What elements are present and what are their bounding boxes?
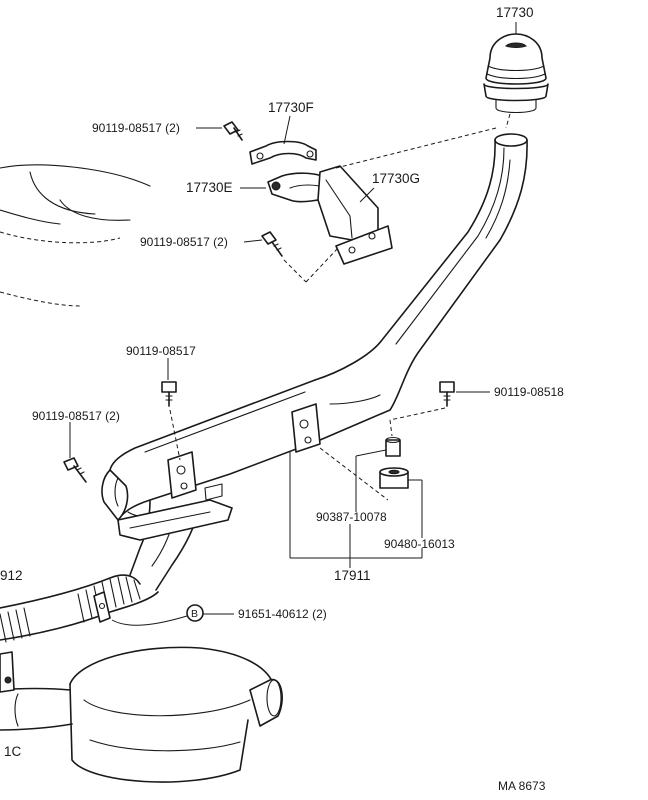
cushion [379,467,409,489]
ref-marker-b: B [186,604,204,622]
label-snorkel-head: 17730 [496,5,534,20]
air-cleaner-outline [0,164,151,307]
label-collar: 90387-10078 [316,510,387,524]
svg-text:B: B [191,608,198,620]
bolt-icon [223,121,243,141]
clamp-upper [249,140,317,165]
label-clamp-lower: 17730E [186,180,233,195]
label-bolt-d: 90119-08517 (2) [32,409,120,423]
label-bolt-b: 90119-08517 (2) [140,235,228,249]
bolt-icon [261,231,283,257]
snorkel-pipe [101,133,528,591]
label-duct-assy: 17911 [334,568,371,583]
label-cushion: 90480-16013 [384,537,455,551]
label-bolt-c: 90119-08517 [126,344,196,358]
label-left-edge-partial: 912 [0,568,23,583]
collar [385,436,401,457]
label-clamp-upper: 17730F [268,100,314,115]
label-bolt-e: 90119-08518 [494,385,564,399]
leader-lines [69,22,517,626]
label-left-edge-1c: 1C [4,744,22,759]
bolt-icon [63,457,87,483]
figure-code: MA 8673 [498,779,546,793]
bolt-icon [439,381,455,407]
label-bracket: 17730G [372,171,420,186]
label-clamp-ref: 91651-40612 (2) [238,607,327,621]
bolt-icon [161,381,177,407]
part-labels: 17730 17730F 90119-08517 (2) 17730E 1773… [0,5,564,793]
label-bolt-a: 90119-08517 (2) [92,121,180,135]
bracket [317,165,393,265]
air-cleaner-body [0,646,283,783]
intake-hose [0,574,159,643]
snorkel-head [483,33,549,114]
